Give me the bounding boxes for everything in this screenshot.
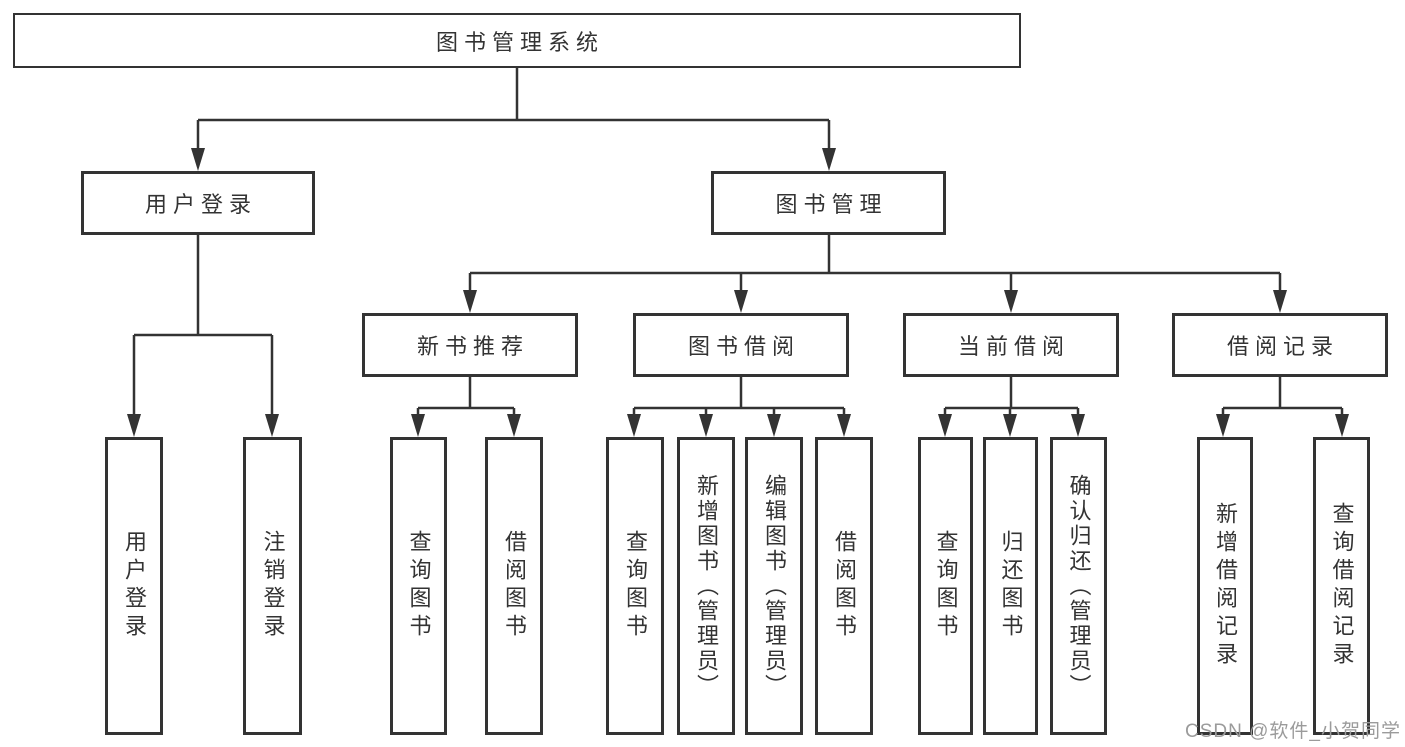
connector-new-book-children — [411, 377, 521, 437]
node-book-management-branch: 图书管理 — [711, 171, 946, 235]
node-edit-book-admin: 编辑图书（管理员） — [745, 437, 803, 735]
connector-current-borrowing-children — [938, 377, 1085, 437]
csdn-watermark: CSDN @软件_小贺同学 — [1185, 721, 1401, 742]
node-query-books-recommend: 查询图书 — [390, 437, 447, 735]
node-add-borrow-record: 新增借阅记录 — [1197, 437, 1253, 735]
node-logout-leaf: 注销登录 — [243, 437, 302, 735]
node-query-books-current: 查询图书 — [918, 437, 973, 735]
node-confirm-return-admin: 确认归还（管理员） — [1050, 437, 1107, 735]
node-query-books-borrowing: 查询图书 — [606, 437, 664, 735]
node-return-books: 归还图书 — [983, 437, 1038, 735]
node-library-system: 图书管理系统 — [13, 13, 1021, 68]
connector-root-to-level2 — [191, 68, 836, 171]
node-user-login-branch: 用户登录 — [81, 171, 315, 235]
node-current-borrowing: 当前借阅 — [903, 313, 1119, 377]
node-user-login-leaf: 用户登录 — [105, 437, 163, 735]
node-new-book-recommendation: 新书推荐 — [362, 313, 578, 377]
connector-book-management-children — [463, 235, 1287, 313]
node-add-book-admin: 新增图书（管理员） — [677, 437, 735, 735]
node-borrowing-records: 借阅记录 — [1172, 313, 1388, 377]
connector-book-borrowing-children — [627, 377, 851, 437]
node-query-borrow-record: 查询借阅记录 — [1313, 437, 1370, 735]
node-borrow-books-recommend: 借阅图书 — [485, 437, 543, 735]
connector-borrowing-records-children — [1216, 377, 1349, 437]
node-book-borrowing: 图书借阅 — [633, 313, 849, 377]
connector-user-login-children — [127, 235, 279, 437]
node-borrow-books-borrowing: 借阅图书 — [815, 437, 873, 735]
